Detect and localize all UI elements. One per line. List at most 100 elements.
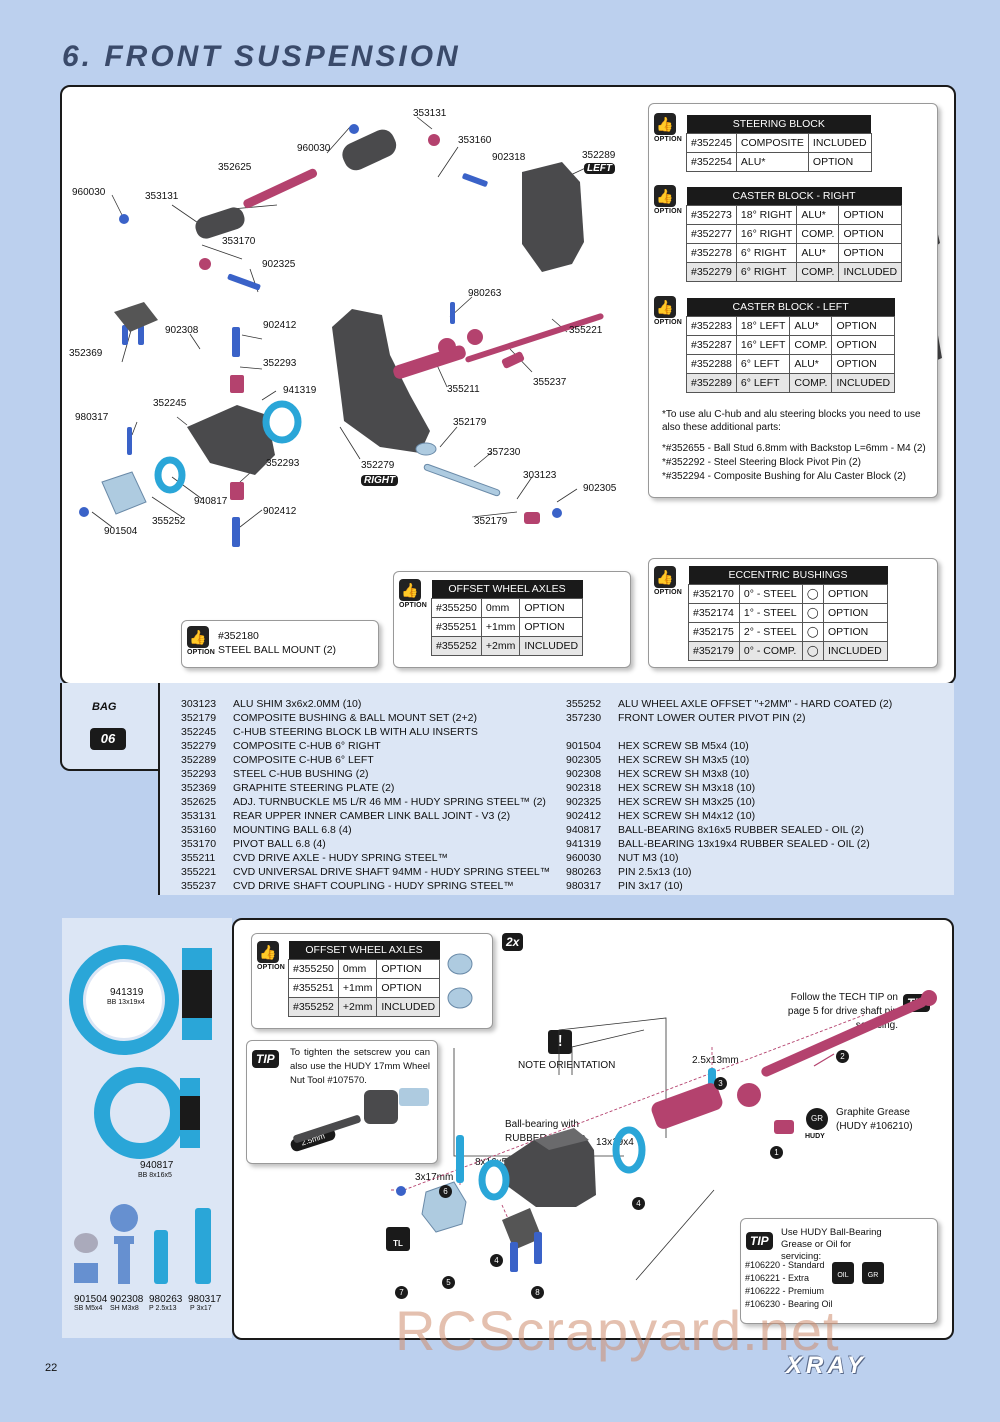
bag-tab	[60, 683, 162, 771]
parts-list-panel	[158, 683, 954, 895]
table-cell: COMP.	[796, 224, 840, 244]
table-cell: OPTION	[376, 978, 441, 998]
callout-980317: 980317	[75, 412, 109, 423]
thumbs-up-icon: 👍	[654, 296, 676, 318]
table-cell: OPTION	[831, 316, 896, 336]
threadlock-icon: TL	[386, 1227, 410, 1251]
table-cell: 6° RIGHT	[735, 243, 798, 263]
table-cell: #352245	[686, 133, 737, 153]
step-badge: 4	[632, 1197, 645, 1210]
callout-355237: 355237	[533, 377, 567, 388]
brand-logo: XRAY	[786, 1352, 867, 1379]
part-code: 980263	[566, 866, 602, 878]
part-code: 352179	[181, 712, 217, 724]
option-icon: 👍OPTION	[257, 941, 285, 971]
option-icon: 👍OPTION	[654, 185, 682, 215]
table-header: CASTER BLOCK - RIGHT	[686, 187, 902, 206]
assembly-drawing	[293, 953, 937, 1304]
table-cell: OPTION	[519, 617, 584, 637]
ref-small-desc: SB M5x4	[74, 1305, 103, 1312]
part-desc: GRAPHITE STEERING PLATE (2)	[233, 782, 395, 794]
callout-902325: 902325	[262, 259, 296, 270]
bb-tip-title: Use HUDY Ball-Bearing Grease or Oil for …	[781, 1227, 882, 1262]
callout-902412-a: 902412	[263, 320, 297, 331]
multiplier-badge: 2x	[502, 933, 524, 951]
table-cell: COMP.	[789, 335, 833, 355]
thumbs-up-icon: 👍	[654, 566, 676, 588]
table-cell: INCLUDED	[831, 373, 896, 393]
callout-352279: 352279	[361, 460, 395, 471]
thumbs-up-icon: 👍	[187, 626, 209, 648]
part-code: 352245	[181, 726, 217, 738]
part-code: 902305	[566, 754, 602, 766]
table-cell: 2° - STEEL	[738, 622, 803, 642]
part-desc: REAR UPPER INNER CAMBER LINK BALL JOINT …	[233, 810, 511, 822]
alu-note-intro: *To use alu C-hub and alu steering block…	[662, 409, 921, 433]
callout-941319: 941319	[283, 385, 317, 396]
table-cell: 16° LEFT	[735, 335, 791, 355]
callout-980263: 980263	[468, 288, 502, 299]
table-cell: #355251	[288, 978, 339, 998]
thumbs-up-icon: 👍	[654, 113, 676, 135]
grease-gr-text: GR	[811, 1114, 823, 1123]
bushing-symbol: ◯	[801, 584, 825, 604]
callout-902305: 902305	[583, 483, 617, 494]
part-code: 960030	[566, 852, 602, 864]
table-cell: 6° LEFT	[735, 373, 791, 393]
callout-353131-b: 353131	[145, 191, 179, 202]
table-cell: #355252	[288, 997, 339, 1017]
callout-352289: 352289	[582, 150, 616, 161]
table-cell: 16° RIGHT	[735, 224, 798, 244]
table-cell: OPTION	[823, 603, 888, 623]
table-cell: #352273	[686, 205, 737, 225]
step-badge: 6	[439, 1185, 452, 1198]
table-cell: 18° LEFT	[735, 316, 791, 336]
part-desc: CVD DRIVE SHAFT COUPLING - HUDY SPRING S…	[233, 880, 514, 892]
tip-badge: TIP	[252, 1050, 279, 1068]
ball-mount-code: #352180	[218, 630, 259, 642]
step-badge: 5	[442, 1276, 455, 1289]
table-cell: INCLUDED	[838, 262, 903, 282]
table-cell: OPTION	[838, 224, 903, 244]
table-cell: ALU*	[796, 243, 840, 263]
part-code: 353131	[181, 810, 217, 822]
ref-941319-desc: BB 13x19x4	[107, 999, 145, 1006]
spacer	[566, 725, 892, 739]
page-title: 6. FRONT SUSPENSION	[62, 40, 461, 73]
bb-tip-item: #106222 - Premium	[745, 1286, 825, 1296]
ref-small-code: 901504	[74, 1294, 108, 1305]
step-badge: 4	[490, 1254, 503, 1267]
table-cell: ALU*	[796, 205, 840, 225]
table-cell: ALU*	[789, 316, 833, 336]
callout-352293-a: 352293	[263, 358, 297, 369]
table-cell: #352287	[686, 335, 737, 355]
ref-small-code: 902308	[110, 1294, 144, 1305]
step-badge: 8	[531, 1286, 544, 1299]
table-cell: COMP.	[789, 373, 833, 393]
grease-label: Graphite Grease (HUDY #106210)	[836, 1107, 913, 1132]
callout-355252: 355252	[152, 516, 186, 527]
part-code: 940817	[566, 824, 602, 836]
thumbs-up-icon: 👍	[654, 185, 676, 207]
bag-number: 06	[90, 728, 126, 750]
part-desc: HEX SCREW SH M3x18 (10)	[618, 782, 756, 794]
callout-353131-a: 353131	[413, 108, 447, 119]
table-cell: +2mm	[480, 636, 521, 656]
callout-960030-b: 960030	[72, 187, 106, 198]
part-code: 353160	[181, 824, 217, 836]
callout-902412-b: 902412	[263, 506, 297, 517]
callout-352293-b: 352293	[266, 458, 300, 469]
